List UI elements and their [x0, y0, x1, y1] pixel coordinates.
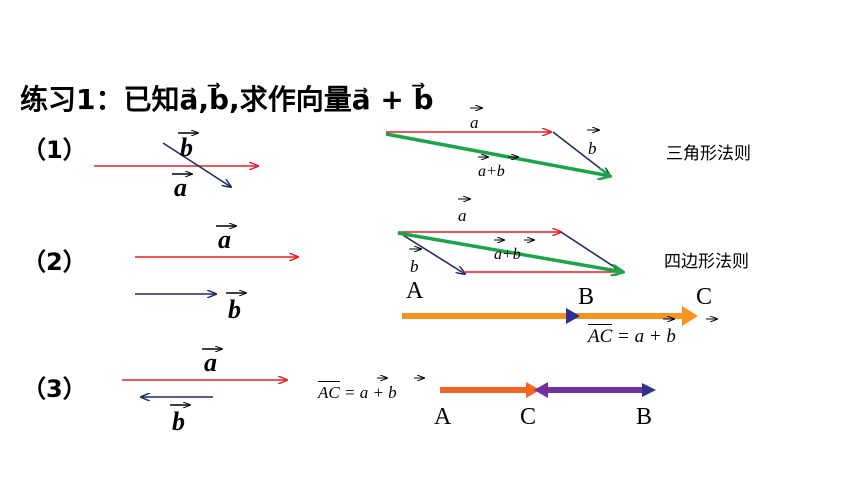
point-a-label-3: A	[434, 404, 452, 430]
svg-text:a+b: a+b	[494, 246, 521, 263]
label-sum-parallelogram: a+b	[494, 240, 534, 263]
formula-ac-rhs: = a + b	[343, 383, 397, 402]
svg-text:b: b	[228, 295, 241, 324]
label-b-parallelogram: b	[409, 249, 421, 276]
svg-text:a+b: a+b	[478, 163, 505, 180]
label-a-2: a	[216, 225, 236, 254]
point-c-label-2: C	[696, 284, 713, 310]
svg-text:b: b	[588, 139, 597, 158]
parallelogram-rule-label: 四边形法则	[664, 252, 749, 272]
vector-b-parallelogram	[397, 231, 465, 274]
label-a-parallelogram: a	[458, 199, 470, 225]
arrowhead-c-2	[682, 306, 698, 326]
part-3-label: （3）	[22, 375, 87, 403]
exercise-title: 练习1：已知a⃗,b⃗,求作向量a⃗ + b⃗	[20, 83, 434, 116]
label-sum-triangle: a+b	[478, 157, 518, 180]
svg-text:b: b	[172, 407, 185, 436]
label-b-3: b	[170, 405, 190, 436]
formula-ac-lhs: AC	[318, 383, 340, 402]
point-a-label-2: A	[406, 278, 424, 304]
vector-b-1	[162, 142, 231, 187]
label-b-1: b	[178, 133, 198, 162]
svg-text:b: b	[180, 133, 193, 162]
svg-text:a: a	[470, 113, 479, 132]
label-a-3: a	[202, 348, 222, 377]
label-b-2: b	[226, 293, 246, 324]
svg-text:a: a	[458, 206, 467, 225]
point-b-label-3: B	[636, 404, 653, 430]
triangle-rule-label: 三角形法则	[666, 144, 751, 164]
svg-text:b: b	[410, 257, 419, 276]
arrowhead-end-3	[642, 383, 656, 397]
formula-ac-2: AC = a + b	[588, 324, 676, 348]
part-2-label: （2）	[22, 248, 87, 276]
svg-text:a: a	[204, 348, 217, 377]
label-b-triangle: b	[587, 130, 599, 158]
formula-ac-3: AC = a + b	[318, 381, 397, 403]
label-a-triangle: a	[470, 108, 482, 132]
formula-ac-lhs: AC	[588, 326, 613, 347]
vector-sum-parallelogram	[397, 231, 623, 272]
svg-text:a: a	[218, 225, 231, 254]
arrowhead-b-2	[566, 308, 580, 324]
arrowhead-b-3	[534, 382, 548, 398]
point-c-label-3: C	[520, 404, 537, 430]
arrowhead-a-3	[526, 382, 540, 398]
part-1-label: （1）	[22, 136, 87, 164]
vector-sum-triangle	[385, 132, 610, 176]
formula-ac-rhs: = a + b	[617, 326, 676, 347]
svg-text:a: a	[174, 173, 187, 202]
overline	[318, 381, 340, 382]
label-a-1: a	[172, 173, 192, 202]
overline	[588, 324, 613, 325]
point-b-label-2: B	[578, 284, 595, 310]
